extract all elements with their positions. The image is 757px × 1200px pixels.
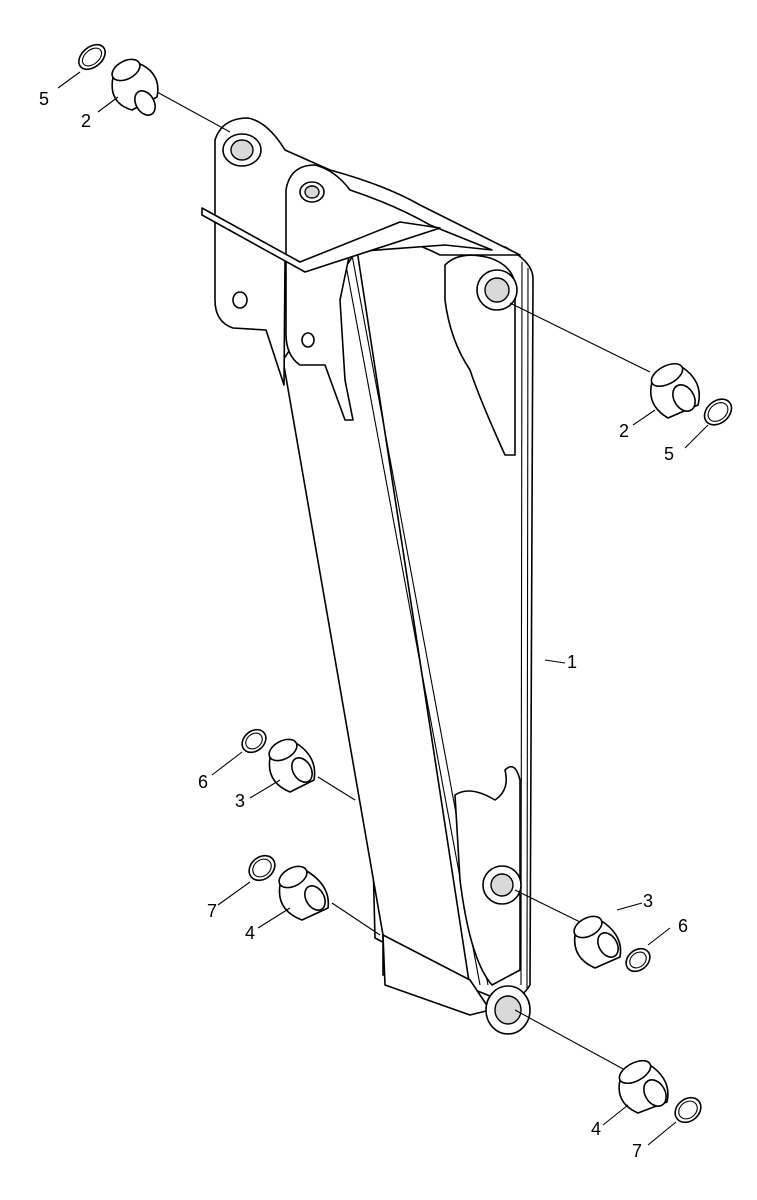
label-bushing-top-right: 2 (619, 421, 629, 441)
label-ring-top-right: 5 (664, 444, 674, 464)
bushing-top-right (649, 362, 701, 419)
label-bushing-low-right: 4 (591, 1119, 601, 1139)
ring-mid-right (625, 947, 651, 973)
ring-low-left (248, 854, 276, 882)
leader-lines (57, 71, 709, 1146)
label-bushing-low-left: 4 (245, 923, 255, 943)
label-bushing-mid-left: 3 (235, 791, 245, 811)
label-ring-top-left: 5 (39, 89, 49, 109)
label-ring-mid-left: 6 (198, 772, 208, 792)
boom-pin-bosses (222, 133, 531, 1035)
bushing-mid-right (573, 915, 622, 969)
bushing-mid-left (268, 738, 316, 793)
center-lines (156, 91, 651, 1071)
label-ring-low-left: 7 (207, 901, 217, 921)
bushing-low-left (278, 865, 330, 921)
bushing-low-right (618, 1059, 669, 1114)
label-ring-low-right: 7 (632, 1141, 642, 1161)
label-boom-arm: 1 (567, 652, 577, 672)
callout-labels: 5 2 2 5 1 6 3 7 4 3 6 4 7 (39, 89, 688, 1161)
ring-low-right (674, 1096, 702, 1124)
ring-top-left (78, 43, 106, 71)
ring-top-right (703, 398, 733, 426)
label-bushing-top-left: 2 (81, 111, 91, 131)
ring-mid-left (241, 728, 267, 754)
label-bushing-mid-right: 3 (643, 891, 653, 911)
label-ring-mid-right: 6 (678, 916, 688, 936)
bushing-top-left (111, 58, 159, 116)
